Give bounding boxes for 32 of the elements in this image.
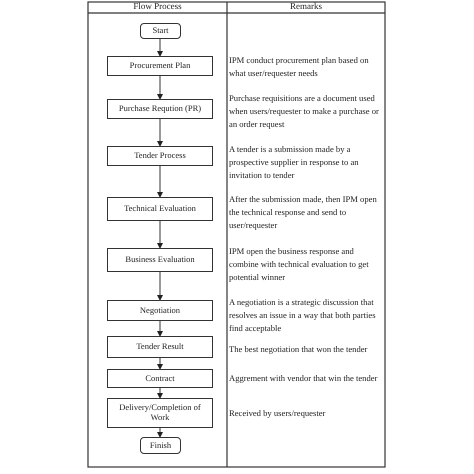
- arrow: [157, 38, 163, 57]
- column-header: Remarks: [289, 1, 323, 11]
- arrow: [157, 76, 163, 100]
- remark-text: Aggrement with vendor that win the tender: [229, 372, 378, 385]
- arrow: [157, 388, 163, 399]
- remark-text: The best negotiation that won the tender: [229, 343, 368, 356]
- process-box: Delivery/Completion of Work: [107, 398, 213, 428]
- arrow: [157, 220, 163, 249]
- arrow: [157, 320, 163, 337]
- remark-text: After the submission made, then IPM open the technical response and send to user/requester: [229, 193, 378, 232]
- process-box: Negotiation: [107, 300, 213, 321]
- terminal-box: Start: [140, 23, 181, 39]
- process-box: Technical Evaluation: [107, 197, 213, 221]
- remark-text: IPM open the business response and combine with technical evaluation to get potential winner: [229, 245, 370, 284]
- process-box: Business Evaluation: [107, 248, 213, 272]
- process-box: Contract: [107, 369, 213, 388]
- arrow: [157, 428, 163, 438]
- process-box: Tender Result: [107, 336, 213, 358]
- process-box: Tender Process: [107, 146, 213, 166]
- arrow: [157, 358, 163, 370]
- remark-text: A negotiation is a strategic discussion that resolves an issue in a way that both parties find acceptable: [229, 296, 377, 335]
- arrow: [157, 118, 163, 147]
- arrow: [157, 166, 163, 198]
- process-box: Procurement Plan: [107, 56, 213, 76]
- process-box: Purchase Reqution (PR): [107, 99, 213, 119]
- remark-text: IPM conduct procurement plan based on what user/requester needs: [229, 54, 370, 80]
- arrow: [157, 272, 163, 301]
- terminal-box: Finish: [140, 437, 181, 454]
- remark-text: A tender is a submission made by a prospective supplier in response to an invitation to tender: [229, 143, 360, 182]
- remark-text: Purchase requisitions are a document used when users/requester to make a purchase or an order request: [229, 92, 380, 131]
- remark-text: Received by users/requester: [229, 407, 326, 420]
- column-header: Flow Process: [132, 1, 183, 11]
